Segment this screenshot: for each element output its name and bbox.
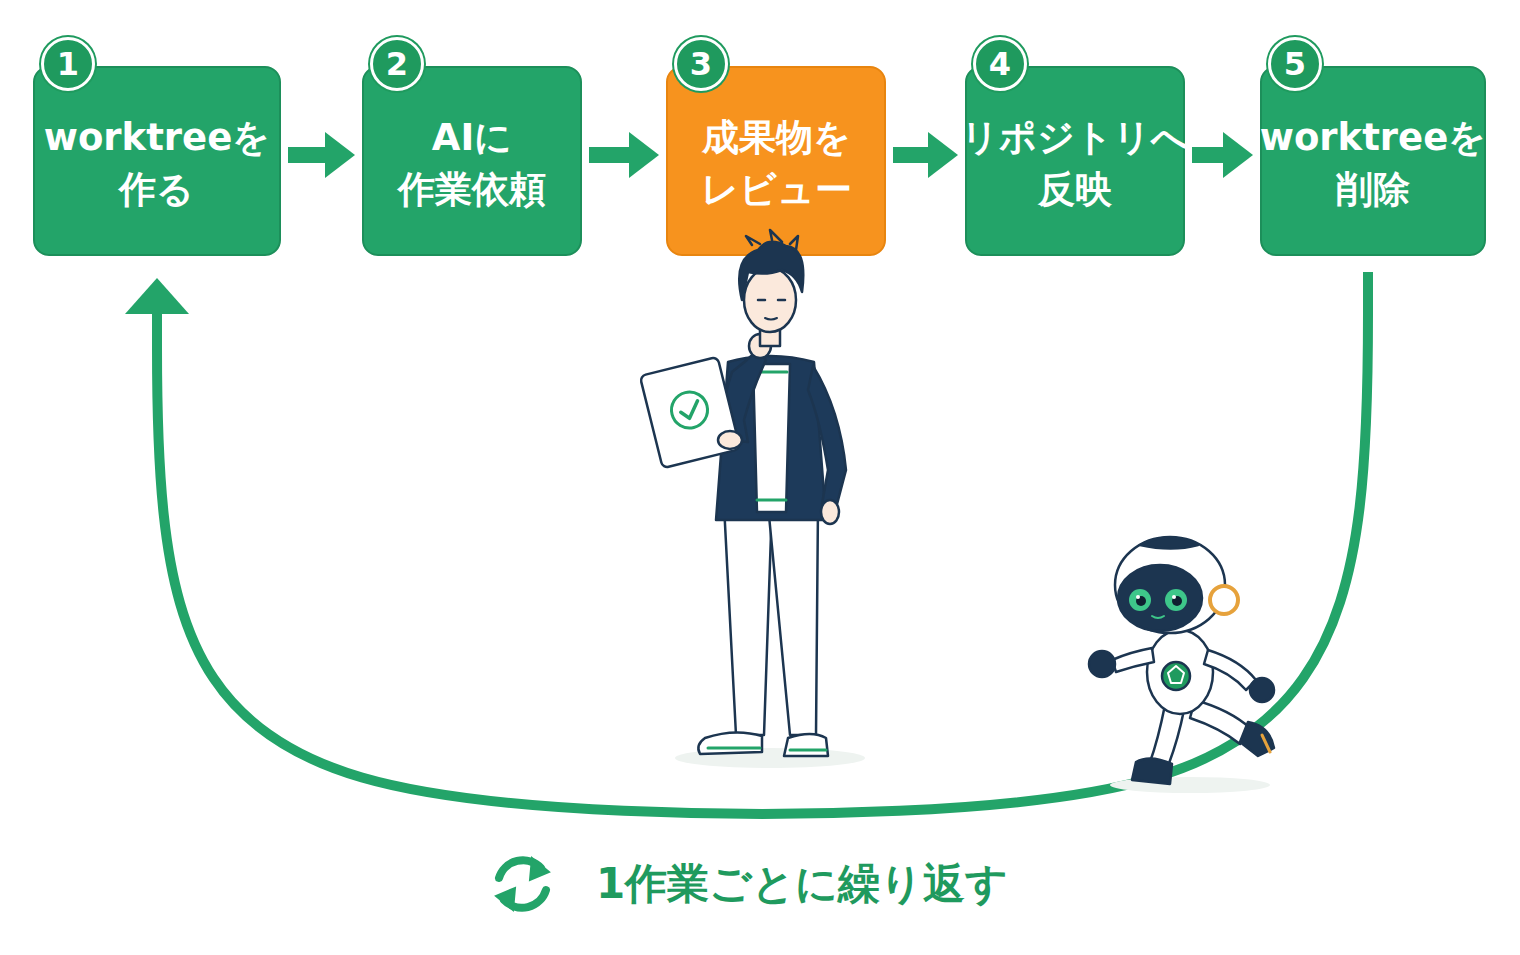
box-label: AIに 作業依頼: [398, 112, 546, 216]
flow-arrow: [1192, 147, 1223, 163]
process-box: 3成果物を レビュー: [666, 66, 886, 256]
step-number: 3: [674, 37, 728, 91]
step-number: 4: [973, 37, 1027, 91]
process-box: 5worktreeを 削除: [1260, 66, 1486, 256]
process-box: 1worktreeを 作る: [33, 66, 281, 256]
box-label: リポジトリへ 反映: [961, 112, 1189, 216]
flow-arrow: [589, 147, 629, 163]
box-label: worktreeを 作る: [44, 112, 271, 216]
robot-illustration: [1089, 537, 1274, 793]
process-box: 2AIに 作業依頼: [362, 66, 582, 256]
loop-arrow: [157, 272, 1368, 814]
process-box: 4リポジトリへ 反映: [965, 66, 1185, 256]
box-label: worktreeを 削除: [1260, 112, 1487, 216]
flow-arrow: [288, 147, 325, 163]
cycle-icon: [496, 858, 549, 910]
step-number: 2: [370, 37, 424, 91]
cycle-caption: 1作業ごとに繰り返す: [596, 856, 1008, 912]
person-illustration: [640, 230, 865, 768]
step-number: 5: [1268, 37, 1322, 91]
step-number: 1: [41, 37, 95, 91]
box-label: 成果物を レビュー: [701, 112, 852, 216]
flow-arrow: [893, 147, 928, 163]
